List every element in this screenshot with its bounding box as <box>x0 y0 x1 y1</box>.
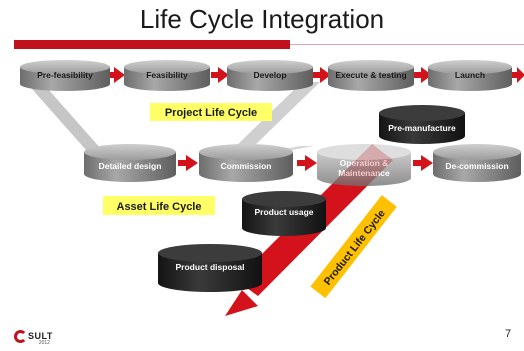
stage-label: Pre-feasibility <box>37 70 93 80</box>
project-stage-execute-testing: Execute & testing <box>328 60 414 91</box>
asset-stage-operation-maintenance: Operation & Maintenance <box>317 144 411 186</box>
project-stage-launch: Launch <box>428 60 512 91</box>
stage-label: Commission <box>220 161 271 171</box>
project-arrows <box>107 67 524 83</box>
asset-life-cycle-text: Asset Life Cycle <box>117 201 202 213</box>
product-stage-product-disposal: Product disposal <box>158 244 262 292</box>
project-stage-pre-feasibility: Pre-feasibility <box>20 60 110 91</box>
page-number: 7 <box>505 328 512 340</box>
company-logo: SULT 2012 <box>14 326 53 346</box>
stage-label: Detailed design <box>99 161 162 171</box>
project-life-cycle-text: Project Life Cycle <box>165 107 257 119</box>
logo-wordmark: SULT <box>28 331 53 341</box>
arrow-right-icon <box>414 67 432 83</box>
stage-label: Pre-manufacture <box>388 123 456 133</box>
arrow-right-icon <box>211 67 229 83</box>
stage-label: Product disposal <box>176 262 245 272</box>
arrow-right-icon <box>413 155 433 171</box>
stage-label: Execute & testing <box>335 70 406 80</box>
arrow-right-icon <box>297 155 317 171</box>
slide-title: Life Cycle Integration <box>139 4 385 34</box>
arrow-right-icon <box>107 67 125 83</box>
title-underline-rule <box>290 44 524 45</box>
stage-label: Launch <box>455 70 485 80</box>
stage-label: Feasibility <box>146 70 188 80</box>
title-underline-bar <box>14 40 290 49</box>
stage-label: Product usage <box>254 207 313 217</box>
asset-stage-detailed-design: Detailed design <box>84 144 176 182</box>
logo-year: 2012 <box>38 340 50 346</box>
arrow-right-icon <box>178 155 198 171</box>
logo-c-icon <box>14 329 27 343</box>
stage-label: Develop <box>253 70 286 80</box>
project-life-cycle-label: Project Life Cycle <box>150 103 272 121</box>
asset-life-cycle-label: Asset Life Cycle <box>103 196 215 215</box>
stage-label: De-commission <box>445 161 508 171</box>
stage-label: Maintenance <box>338 168 390 178</box>
arrow-right-icon <box>512 67 524 83</box>
asset-stage-commission: Commission <box>199 144 293 182</box>
project-stage-feasibility: Feasibility <box>124 60 210 91</box>
stage-label: Operation & <box>340 158 389 168</box>
product-stage-pre-manufacture: Pre-manufacture <box>379 105 465 144</box>
asset-stage-de-commission: De-commission <box>433 144 521 182</box>
product-stage-product-usage: Product usage <box>242 191 326 236</box>
asset-arrows <box>178 155 433 171</box>
project-to-asset-band-left <box>24 80 102 150</box>
project-to-asset-band-right <box>232 82 320 150</box>
arrow-right-icon <box>313 67 331 83</box>
project-stage-develop: Develop <box>227 60 313 91</box>
